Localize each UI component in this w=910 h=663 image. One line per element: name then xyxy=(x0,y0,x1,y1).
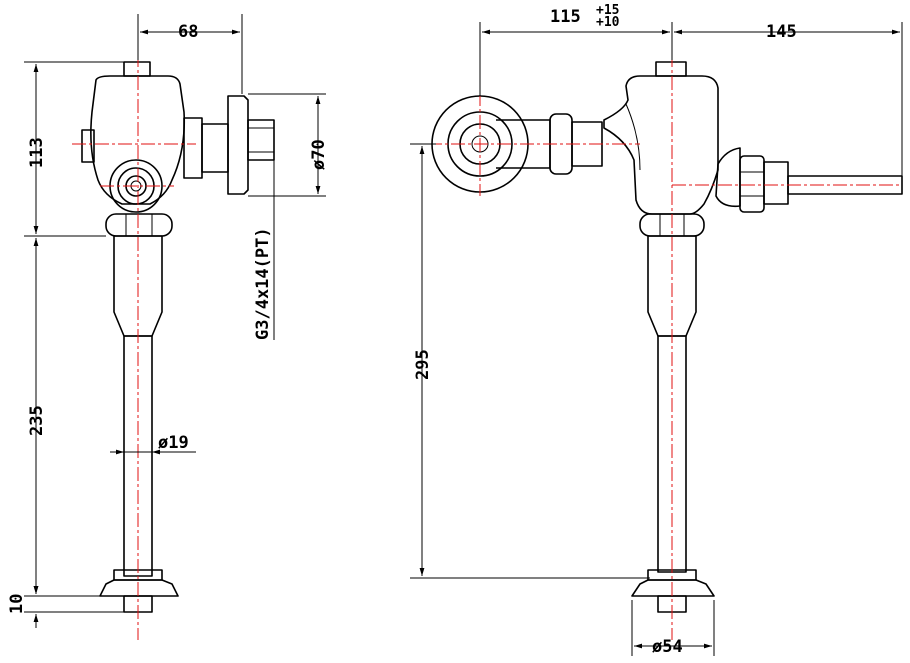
dim-dia54-label: ø54 xyxy=(652,637,683,657)
front-top-cap xyxy=(655,61,687,77)
outlet-sleeve xyxy=(763,161,789,205)
bottom-flange xyxy=(99,579,179,597)
valve-body xyxy=(90,75,186,205)
connector-body xyxy=(201,123,229,173)
dim-115-label: 115 xyxy=(550,7,581,27)
front-bottom-flange xyxy=(631,579,715,597)
thread-label: G3/4x14(PT) xyxy=(253,227,273,340)
side-view-dimensions: 68 113 235 10 ø19 ø70 G3/4x14(PT) xyxy=(7,14,329,628)
outlet-elbow xyxy=(715,147,741,208)
dim-dia70-label: ø70 xyxy=(309,139,329,170)
dim-115-tol-upper: +15 xyxy=(596,3,619,18)
outlet-nut xyxy=(739,155,765,213)
side-knob xyxy=(81,129,95,163)
dim-115-tol-lower: +10 xyxy=(596,15,620,30)
lower-nut xyxy=(105,213,173,237)
top-cap xyxy=(123,61,151,77)
dim-dia19-label: ø19 xyxy=(158,433,189,453)
dim-68-label: 68 xyxy=(178,22,198,42)
dim-145-label: 145 xyxy=(766,22,797,42)
connector-nut xyxy=(183,117,203,179)
front-view xyxy=(428,30,903,640)
dim-10-label: 10 xyxy=(7,594,27,614)
front-valve-body xyxy=(603,75,719,215)
front-view-dimensions: 115 +15 +10 145 295 ø54 xyxy=(410,3,903,657)
wall-pipe xyxy=(247,119,275,161)
side-view xyxy=(72,30,275,640)
dim-113-label: 113 xyxy=(27,137,47,168)
dim-295-label: 295 xyxy=(413,349,433,380)
wall-flange xyxy=(227,95,249,195)
dim-235-label: 235 xyxy=(27,405,47,436)
